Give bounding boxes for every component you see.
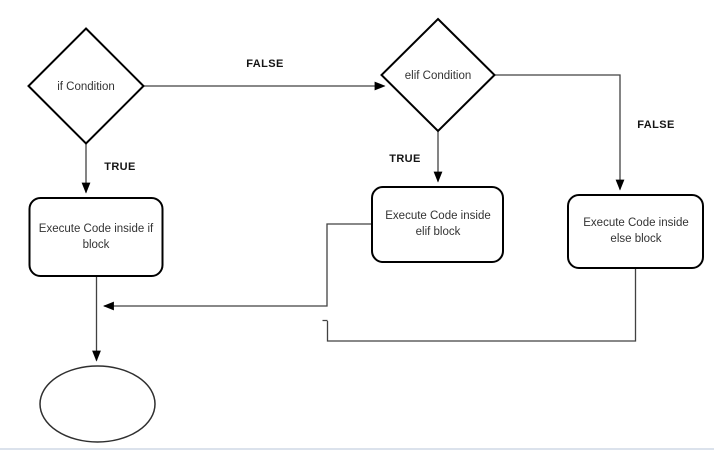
if-condition-diamond: [27, 27, 145, 145]
edge-elif-false-arrow: [494, 74, 625, 191]
edge-label-if-false: FALSE: [246, 58, 284, 70]
elif-block-rect: [371, 186, 504, 263]
edge-label-if-true: TRUE: [104, 161, 136, 173]
else-block-rect: [567, 194, 704, 269]
elif-block-label: Execute Code inside elif block: [385, 210, 491, 239]
edge-label-elif-true: TRUE: [389, 153, 421, 165]
end-terminator-ellipse: [39, 365, 156, 443]
if-block-rect: [28, 197, 164, 277]
elif-condition-diamond: [380, 17, 496, 133]
elif-condition-label: elif Condition: [404, 70, 472, 82]
edge-label-elif-false: FALSE: [637, 119, 675, 131]
if-block-label: Execute Code inside if block: [38, 223, 154, 252]
edge-elif-block-merge-arrow: [102, 223, 372, 311]
edge-else-block-return-line: [322, 268, 637, 342]
else-block-label: Execute Code inside else block: [583, 217, 689, 246]
screenshot-bottom-border: [0, 448, 714, 450]
if-condition-label: if Condition: [57, 81, 115, 93]
